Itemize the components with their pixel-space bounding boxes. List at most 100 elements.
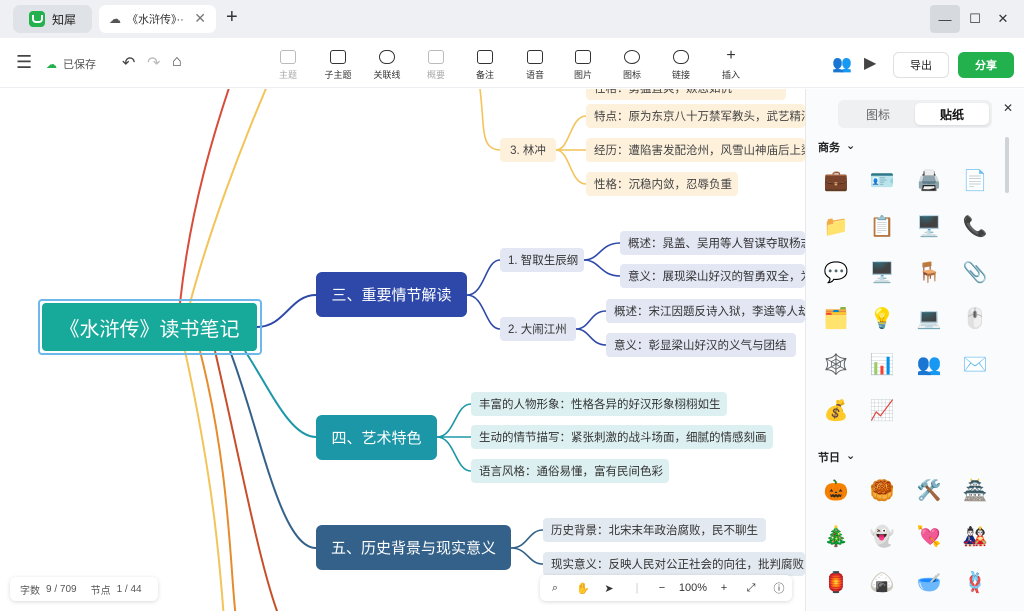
partial-node-top[interactable]: 性格：勇猛直爽，嫉恶如仇 <box>586 89 786 100</box>
app-tab[interactable]: 知犀 <box>13 5 92 33</box>
business-sticker-22[interactable]: 📈 <box>869 399 895 422</box>
help-icon[interactable]: ⓘ <box>773 583 785 595</box>
node-lin-chong[interactable]: 3. 林冲 <box>500 138 556 162</box>
holiday-sticker-12[interactable]: 🪢 <box>962 571 988 594</box>
tool-voice[interactable]: 语音 <box>515 50 555 81</box>
collaborators-icon[interactable]: 👥 <box>832 56 852 73</box>
tool-topic[interactable]: 主题 <box>268 50 308 81</box>
business-sticker-12[interactable]: 📎 <box>962 261 988 284</box>
section-business[interactable]: 商务 ⌄ <box>818 139 855 155</box>
node-artistic-features[interactable]: 四、艺术特色 <box>316 415 437 460</box>
business-sticker-18[interactable]: 📊 <box>869 353 895 376</box>
node-plot-jiangzhou-summary[interactable]: 概述：宋江因题反诗入狱，李逵等人劫法场 <box>606 299 805 323</box>
node-plot-jiangzhou-meaning[interactable]: 意义：彰显梁山好汉的义气与团结 <box>606 333 796 357</box>
business-sticker-8[interactable]: 📞 <box>962 215 988 238</box>
smiley-icon <box>624 50 640 64</box>
mindmap-canvas[interactable]: 性格：勇猛直爽，嫉恶如仇 3. 林冲 特点：原为东京八十万禁军教头，武艺精湛 经… <box>0 89 805 611</box>
business-sticker-7[interactable]: 🖥️ <box>916 215 942 238</box>
tool-note[interactable]: 备注 <box>465 50 505 81</box>
node-history-background[interactable]: 历史背景：北宋末年政治腐败，民不聊生 <box>543 518 766 542</box>
zoom-level[interactable]: 100% <box>678 582 708 594</box>
menu-icon[interactable]: ☰ <box>16 52 33 72</box>
subtopic-icon <box>330 50 346 64</box>
business-sticker-19[interactable]: 👥 <box>916 353 942 376</box>
connector-lines <box>179 89 621 611</box>
tool-link[interactable]: 链接 <box>661 50 701 81</box>
holiday-sticker-1[interactable]: 🎃 <box>823 479 849 502</box>
present-icon[interactable]: ▶ <box>864 55 877 72</box>
tab-icons[interactable]: 图标 <box>865 107 890 122</box>
tool-insert[interactable]: +插入 <box>721 47 740 81</box>
holiday-sticker-6[interactable]: 👻 <box>869 525 895 548</box>
format-painter-icon[interactable]: ⌂ <box>172 53 182 70</box>
node-plot-jiangzhou[interactable]: 2. 大闹江州 <box>500 317 576 341</box>
holiday-sticker-2[interactable]: 🥮 <box>869 479 895 502</box>
business-sticker-17[interactable]: 🕸️ <box>823 353 849 376</box>
node-art-plot[interactable]: 生动的情节描写：紧张刺激的战斗场面，细腻的情感刻画 <box>471 425 773 449</box>
minimize-button[interactable]: — <box>930 5 960 33</box>
word-count-value: 9 / 709 <box>46 583 77 595</box>
holiday-sticker-5[interactable]: 🎄 <box>823 525 849 548</box>
close-panel-icon[interactable]: ✕ <box>1003 101 1014 115</box>
search-icon[interactable]: ⌕ <box>551 581 559 594</box>
holiday-sticker-3[interactable]: 🛠️ <box>916 479 942 502</box>
node-plot-analysis[interactable]: 三、重要情节解读 <box>316 272 467 317</box>
node-lin-chong-experience[interactable]: 经历：遭陷害发配沧州，风雪山神庙后上梁山 <box>586 138 805 162</box>
node-history-significance[interactable]: 现实意义：反映人民对公正社会的向往，批判腐败 <box>543 552 805 576</box>
holiday-sticker-11[interactable]: 🥣 <box>916 571 942 594</box>
undo-icon[interactable]: ↶ <box>122 55 136 72</box>
node-plot-shengchengang[interactable]: 1. 智取生辰纲 <box>500 248 584 272</box>
node-plot-shengchengang-summary[interactable]: 概述：晁盖、吴用等人智谋夺取杨志押送的生辰纲 <box>620 231 805 255</box>
root-selection-outline <box>38 299 262 355</box>
node-art-language[interactable]: 语言风格：通俗易懂，富有民间色彩 <box>471 459 669 483</box>
holiday-sticker-7[interactable]: 💘 <box>916 525 942 548</box>
new-tab-button[interactable]: + <box>226 6 238 28</box>
tool-relation-line[interactable]: 关联线 <box>367 50 407 81</box>
business-sticker-1[interactable]: 💼 <box>823 169 849 192</box>
tool-subtopic[interactable]: 子主题 <box>318 50 358 81</box>
close-window-button[interactable]: ✕ <box>997 11 1009 26</box>
business-sticker-20[interactable]: ✉️ <box>962 353 988 376</box>
tool-image[interactable]: 图片 <box>563 50 603 81</box>
tool-summary[interactable]: 概要 <box>416 50 456 81</box>
holiday-sticker-8[interactable]: 🎎 <box>962 525 988 548</box>
export-button[interactable]: 导出 <box>893 52 949 78</box>
link-icon <box>673 50 689 64</box>
holiday-sticker-9[interactable]: 🏮 <box>823 571 849 594</box>
redo-icon[interactable]: ↷ <box>147 55 161 72</box>
node-historical-background[interactable]: 五、历史背景与现实意义 <box>316 525 511 570</box>
maximize-button[interactable]: ☐ <box>969 11 981 26</box>
share-button[interactable]: 分享 <box>958 52 1014 78</box>
business-sticker-16[interactable]: 🖱️ <box>962 307 988 330</box>
tab-stickers[interactable]: 贴纸 <box>915 103 989 125</box>
root-node[interactable]: 《水浒传》读书笔记 <box>42 303 257 351</box>
zoom-in-button[interactable]: + <box>720 582 728 594</box>
business-sticker-5[interactable]: 📁 <box>823 215 849 238</box>
section-holiday[interactable]: 节日 ⌄ <box>818 449 855 465</box>
business-sticker-11[interactable]: 🪑 <box>916 261 942 284</box>
business-sticker-10[interactable]: 🖥️ <box>869 261 895 284</box>
holiday-sticker-10[interactable]: 🍙 <box>869 571 895 594</box>
panel-scrollbar[interactable] <box>1005 137 1009 193</box>
fit-screen-icon[interactable]: ⤢ <box>746 581 756 594</box>
node-lin-chong-feature[interactable]: 特点：原为东京八十万禁军教头，武艺精湛 <box>586 104 805 128</box>
business-sticker-13[interactable]: 🗂️ <box>823 307 849 330</box>
document-tab[interactable]: ☁ 《水浒传》·· ✕ <box>99 5 216 33</box>
business-sticker-9[interactable]: 💬 <box>823 261 849 284</box>
business-sticker-2[interactable]: 🪪 <box>869 169 895 192</box>
pointer-icon[interactable]: ➤ <box>604 582 614 595</box>
node-lin-chong-personality[interactable]: 性格：沉稳内敛，忍辱负重 <box>586 172 738 196</box>
holiday-sticker-4[interactable]: 🏯 <box>962 479 988 502</box>
hand-pan-icon[interactable]: ✋ <box>576 582 590 595</box>
business-sticker-21[interactable]: 💰 <box>823 399 849 422</box>
business-sticker-3[interactable]: 🖨️ <box>916 169 942 192</box>
business-sticker-4[interactable]: 📄 <box>962 169 988 192</box>
business-sticker-6[interactable]: 📋 <box>869 215 895 238</box>
node-plot-shengchengang-meaning[interactable]: 意义：展现梁山好汉的智勇双全，为聚义埋下伏笔 <box>620 264 805 288</box>
zoom-out-button[interactable]: − <box>658 582 666 594</box>
business-sticker-14[interactable]: 💡 <box>869 307 895 330</box>
node-art-characters[interactable]: 丰富的人物形象：性格各异的好汉形象栩栩如生 <box>471 392 727 416</box>
business-sticker-15[interactable]: 💻 <box>916 307 942 330</box>
tool-icon[interactable]: 图标 <box>612 50 652 81</box>
close-tab-icon[interactable]: ✕ <box>194 10 206 26</box>
